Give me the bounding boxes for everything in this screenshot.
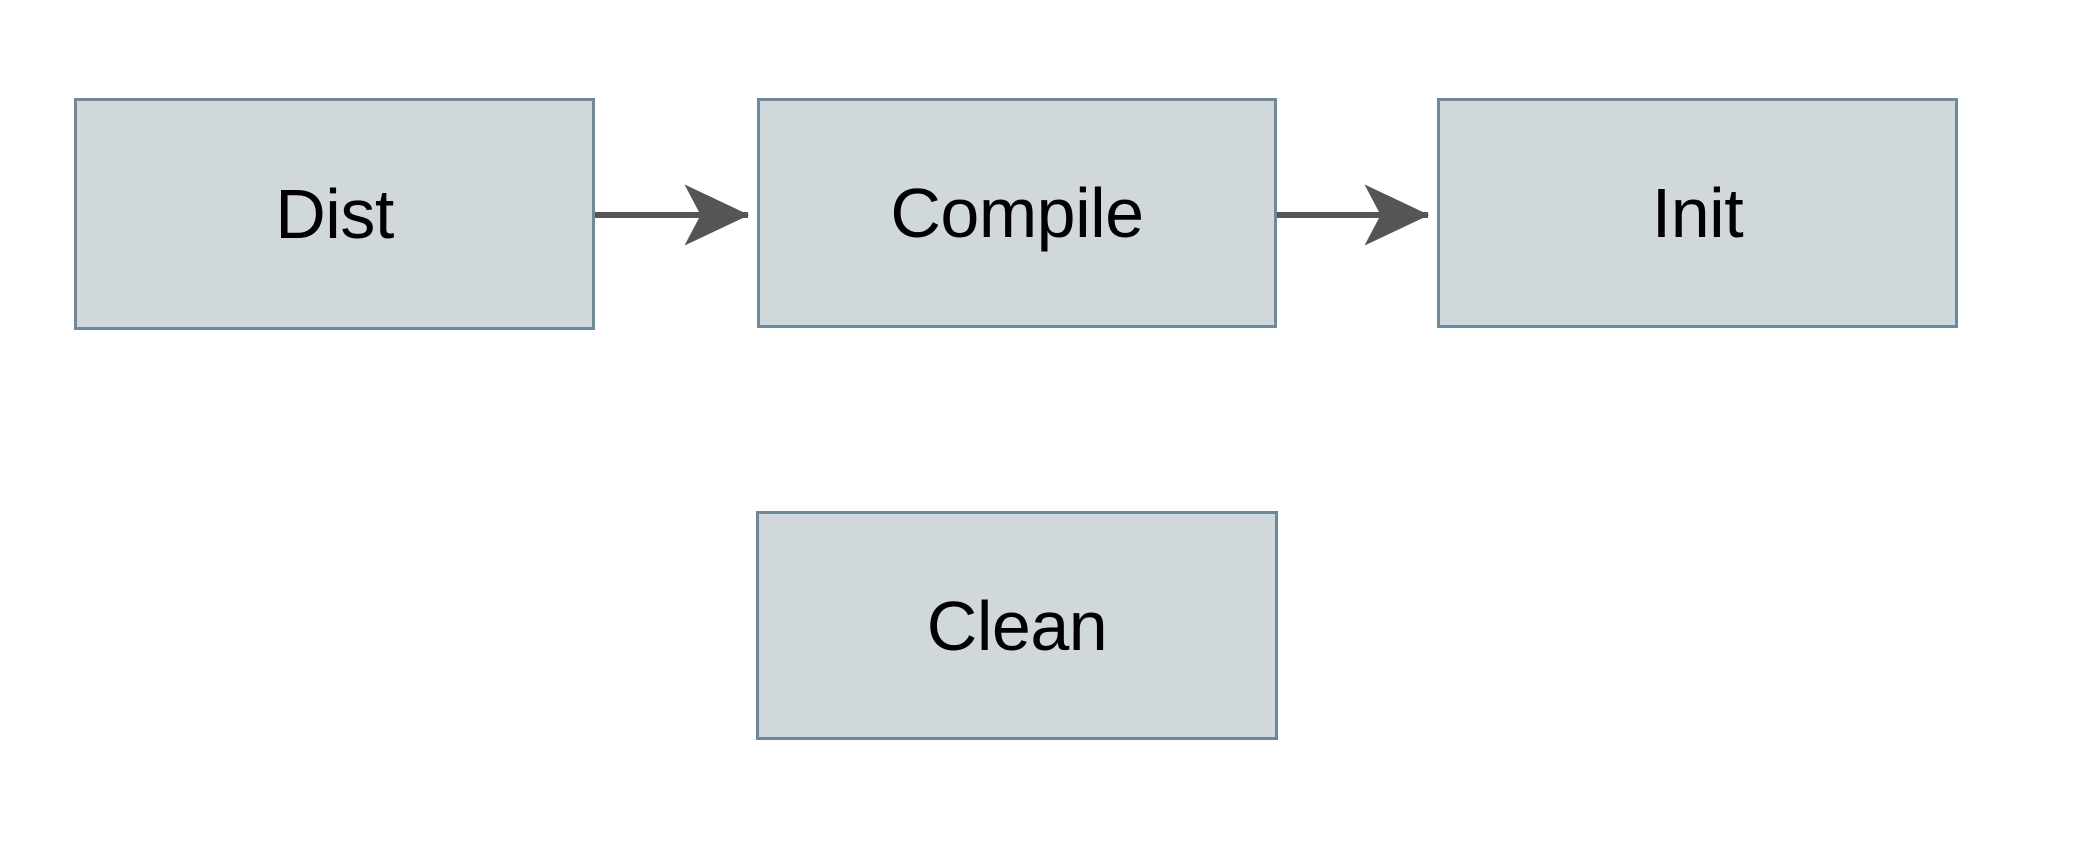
node-compile[interactable]: Compile — [757, 98, 1277, 328]
node-init-label: Init — [1651, 174, 1744, 252]
node-init[interactable]: Init — [1437, 98, 1958, 328]
node-dist-label: Dist — [275, 175, 394, 253]
node-dist[interactable]: Dist — [74, 98, 595, 330]
node-compile-label: Compile — [890, 174, 1144, 252]
node-clean-label: Clean — [926, 586, 1108, 665]
node-clean[interactable]: Clean — [756, 511, 1278, 740]
